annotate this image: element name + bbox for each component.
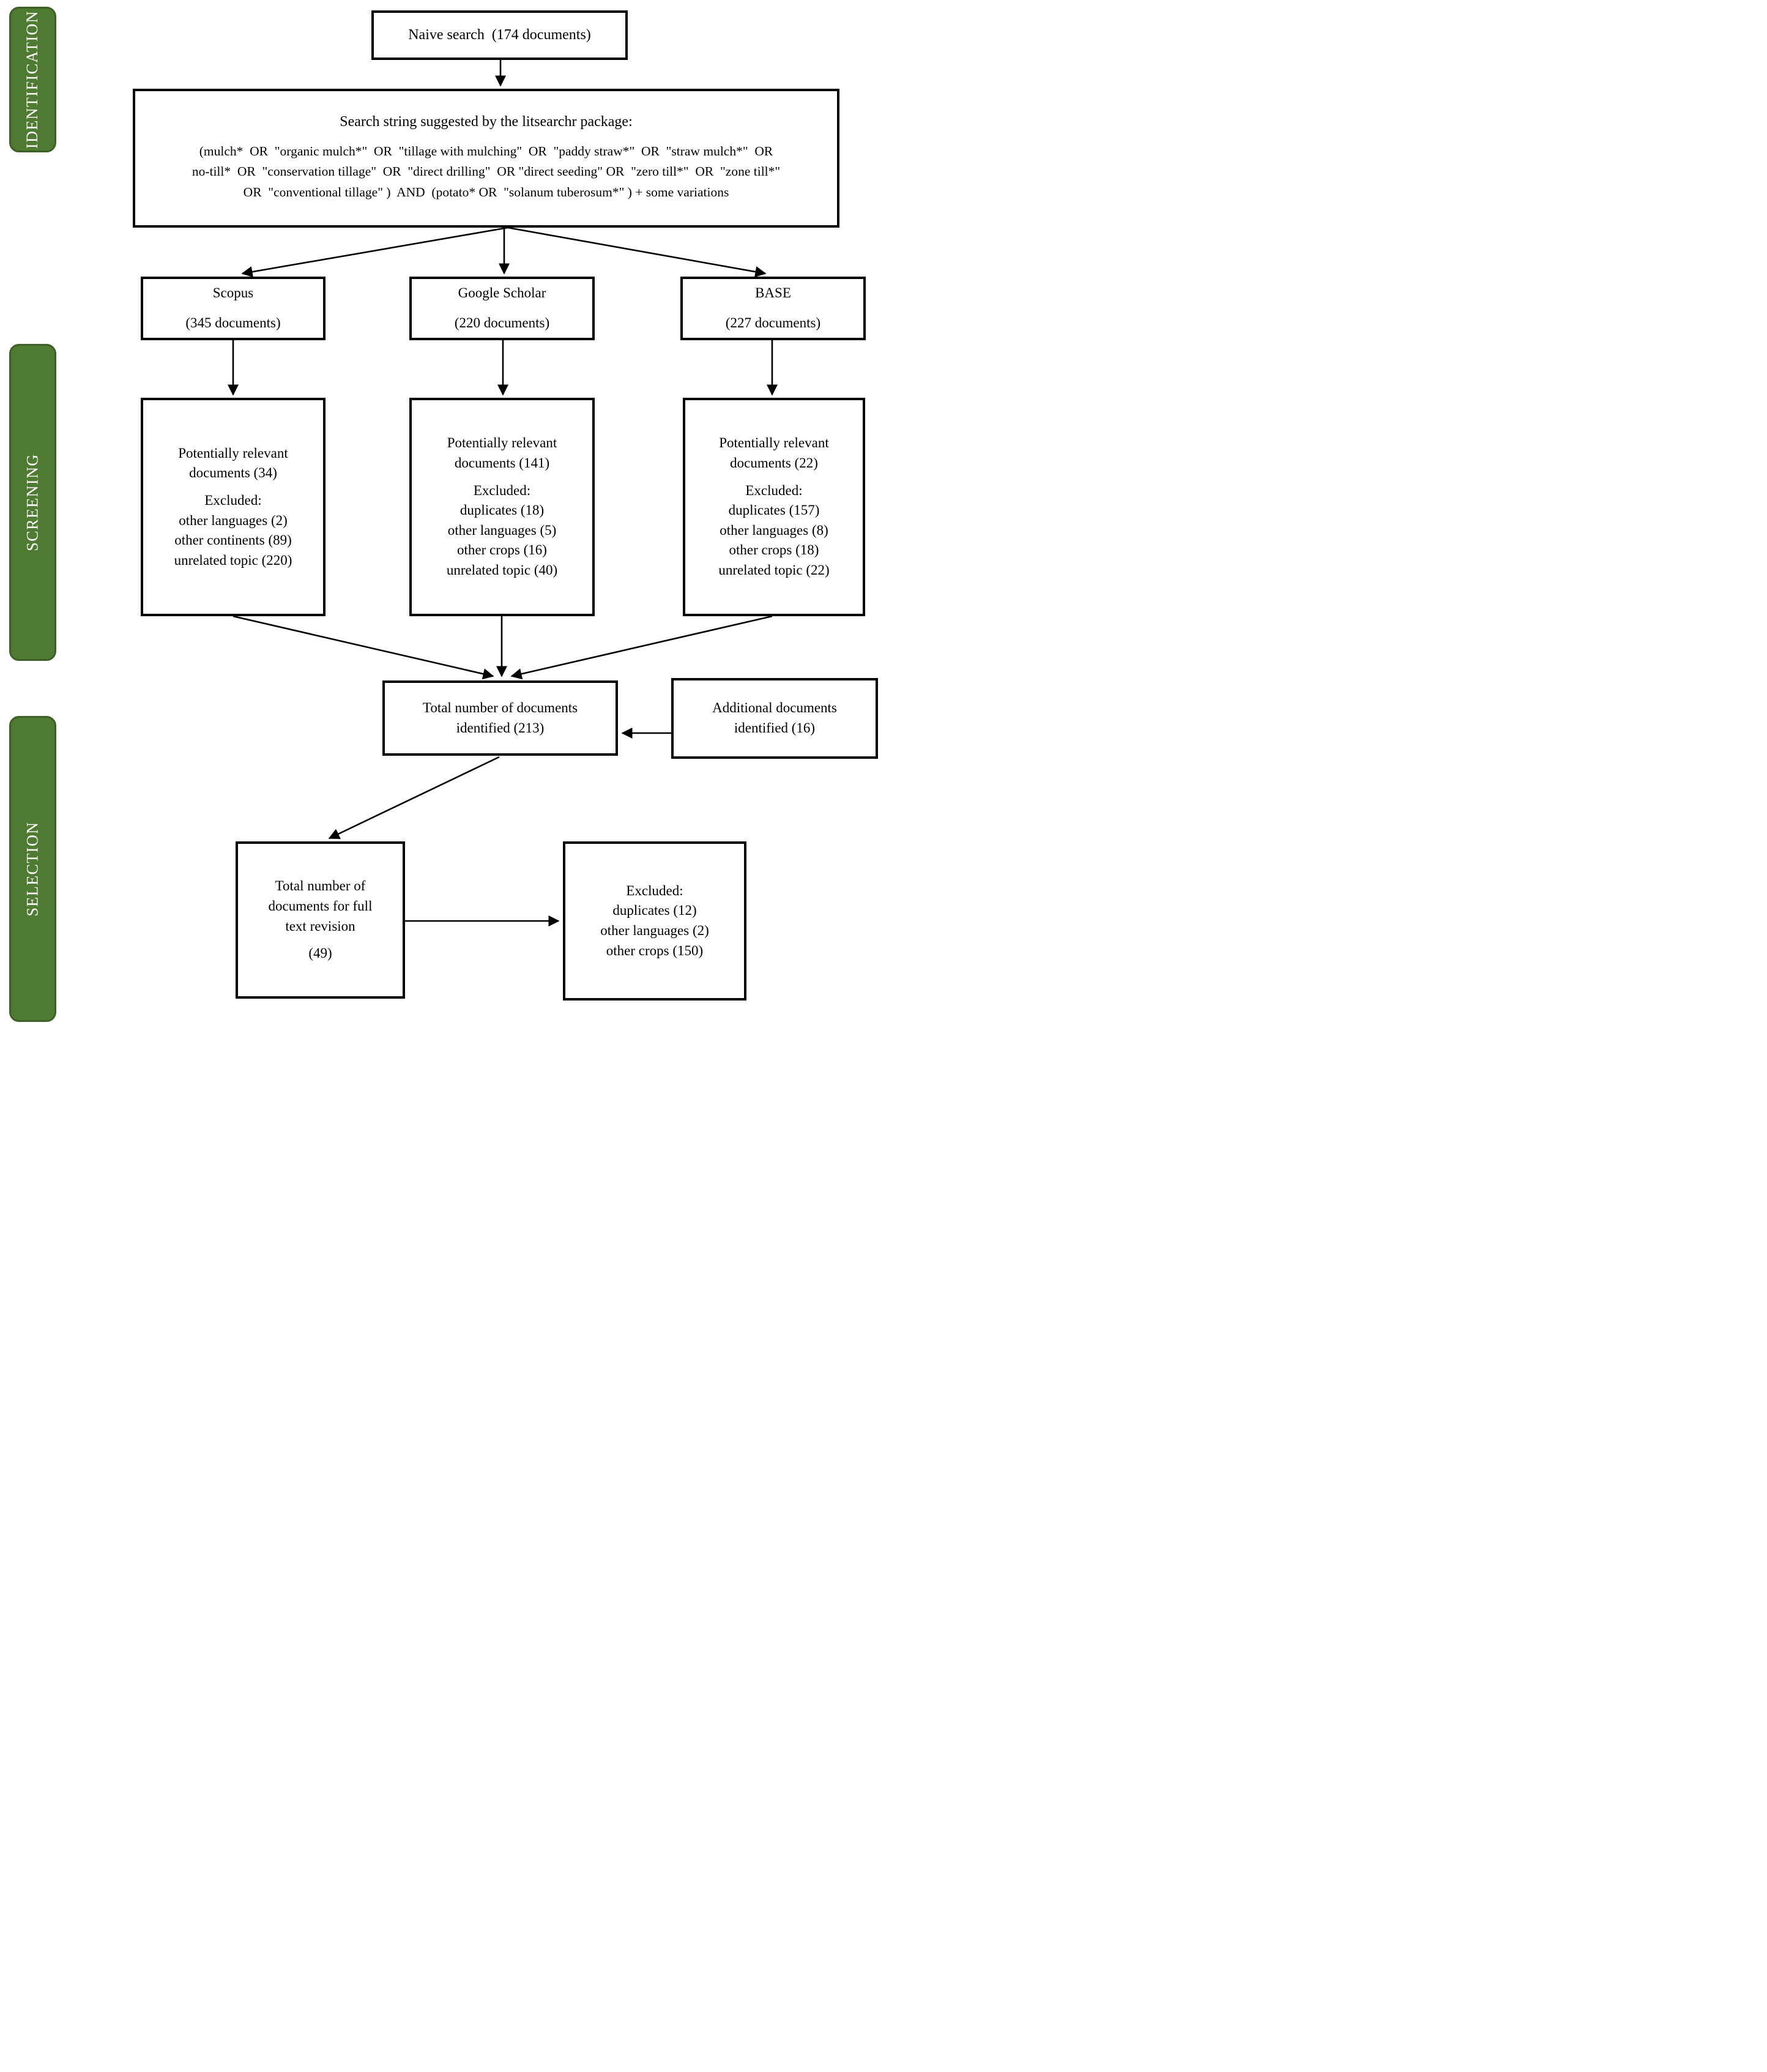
arrow-search-to-base (507, 226, 767, 278)
screening-relevant-line1: Potentially relevant (719, 435, 829, 451)
arrow-scopus-screening-to-total (232, 615, 494, 680)
naive-search-box: Naive search (174 documents) (371, 10, 628, 60)
screening-relevant-line1: Potentially relevant (178, 445, 288, 461)
arrow-search-to-scopus (241, 226, 508, 278)
database-count: (220 documents) (454, 315, 550, 330)
screening-excluded-item: other crops (18) (729, 542, 819, 558)
phase-label-selection-text: SELECTION (23, 821, 42, 917)
screening-excluded-item: duplicates (157) (728, 502, 820, 518)
screening-relevant-line2: documents (141) (454, 455, 550, 471)
final-excluded-item: other languages (2) (600, 923, 709, 938)
total-identified-line2: identified (213) (456, 720, 545, 736)
final-excluded-box: Excluded: duplicates (12) other language… (563, 841, 746, 1001)
screening-excluded-item: unrelated topic (40) (446, 562, 558, 578)
screening-excluded-item: other continents (89) (174, 532, 292, 548)
screening-excluded-item: other languages (5) (447, 522, 557, 538)
database-box-google-scholar: Google Scholar (220 documents) (409, 277, 595, 340)
screening-excluded-item: unrelated topic (220) (174, 552, 292, 568)
phase-label-identification: IDENTIFICATION (9, 7, 56, 152)
full-text-line1: Total number of (275, 878, 366, 894)
final-excluded-label: Excluded: (626, 882, 683, 898)
screening-excluded-label: Excluded: (745, 482, 803, 498)
search-string-line3: OR "conventional tillage" ) AND (potato*… (243, 184, 729, 199)
search-string-line2: no-till* OR "conservation tillage" OR "d… (192, 164, 781, 179)
prisma-flow-diagram: IDENTIFICATION SCREENING SELECTION Naive… (0, 0, 883, 1036)
full-text-line2: documents for full (268, 898, 373, 914)
additional-documents-line1: Additional documents (712, 700, 837, 716)
total-identified-line1: Total number of documents (422, 699, 578, 715)
final-excluded-item: other crops (150) (606, 942, 704, 958)
database-count: (227 documents) (725, 315, 821, 330)
full-text-line3: text revision (285, 918, 355, 934)
final-excluded-item: duplicates (12) (612, 903, 697, 919)
screening-excluded-label: Excluded: (204, 492, 262, 508)
screening-relevant-line2: documents (22) (730, 455, 818, 471)
total-identified-box: Total number of documents identified (21… (382, 680, 618, 756)
flow-arrows (227, 60, 778, 927)
full-text-count: (49) (308, 945, 332, 961)
screening-excluded-item: other languages (8) (720, 522, 828, 538)
naive-search-label: Naive search (174 documents) (408, 27, 591, 43)
search-string-line1: (mulch* OR "organic mulch*" OR "tillage … (199, 144, 773, 159)
additional-documents-box: Additional documents identified (16) (671, 678, 878, 759)
screening-relevant-line2: documents (34) (189, 465, 277, 481)
database-box-scopus: Scopus (345 documents) (141, 277, 326, 340)
screening-relevant-line1: Potentially relevant (447, 435, 557, 451)
database-name: Google Scholar (458, 285, 546, 301)
additional-documents-line2: identified (16) (734, 720, 816, 736)
screening-excluded-item: unrelated topic (22) (718, 562, 830, 578)
screening-excluded-label: Excluded: (473, 482, 531, 498)
search-string-title: Search string suggested by the litsearch… (340, 114, 633, 130)
database-count: (345 documents) (185, 315, 281, 330)
phase-label-screening: SCREENING (9, 344, 56, 661)
screening-box-scopus: Potentially relevant documents (34) Excl… (141, 398, 326, 616)
database-name: BASE (755, 285, 791, 301)
arrow-total-to-full-text (328, 756, 500, 840)
screening-box-base: Potentially relevant documents (22) Excl… (683, 398, 865, 616)
screening-excluded-item: duplicates (18) (459, 502, 545, 518)
screening-excluded-item: other languages (2) (179, 512, 288, 528)
phase-label-screening-text: SCREENING (23, 453, 42, 551)
database-box-base: BASE (227 documents) (680, 277, 866, 340)
search-string-box: Search string suggested by the litsearch… (133, 89, 839, 228)
phase-label-selection: SELECTION (9, 716, 56, 1022)
full-text-revision-box: Total number of documents for full text … (236, 841, 405, 999)
phase-label-identification-text: IDENTIFICATION (23, 10, 42, 149)
database-name: Scopus (212, 285, 254, 301)
screening-box-google-scholar: Potentially relevant documents (141) Exc… (409, 398, 595, 616)
screening-excluded-item: other crops (16) (457, 542, 547, 558)
arrow-base-screening-to-total (510, 615, 773, 680)
